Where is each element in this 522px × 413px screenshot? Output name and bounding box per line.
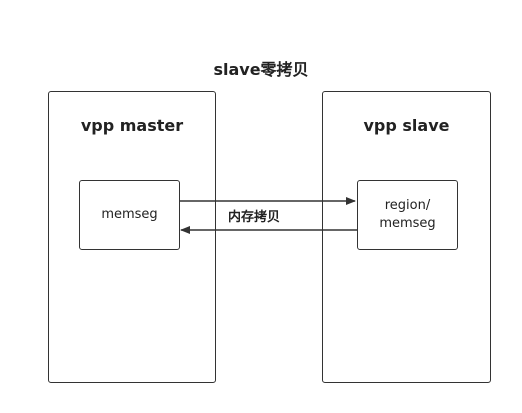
slave-panel-title: vpp slave bbox=[363, 116, 450, 135]
slave-region-box: region/ memseg bbox=[357, 180, 458, 250]
memory-copy-label: 内存拷贝 bbox=[228, 210, 281, 225]
master-panel-title: vpp master bbox=[80, 116, 184, 135]
master-memseg-box: memseg bbox=[79, 180, 180, 250]
slave-region-label-line2: memseg bbox=[379, 216, 436, 231]
slave-region-label-line1: region/ bbox=[384, 198, 431, 213]
diagram-title: slave零拷贝 bbox=[213, 60, 309, 79]
master-memseg-label: memseg bbox=[101, 207, 158, 222]
